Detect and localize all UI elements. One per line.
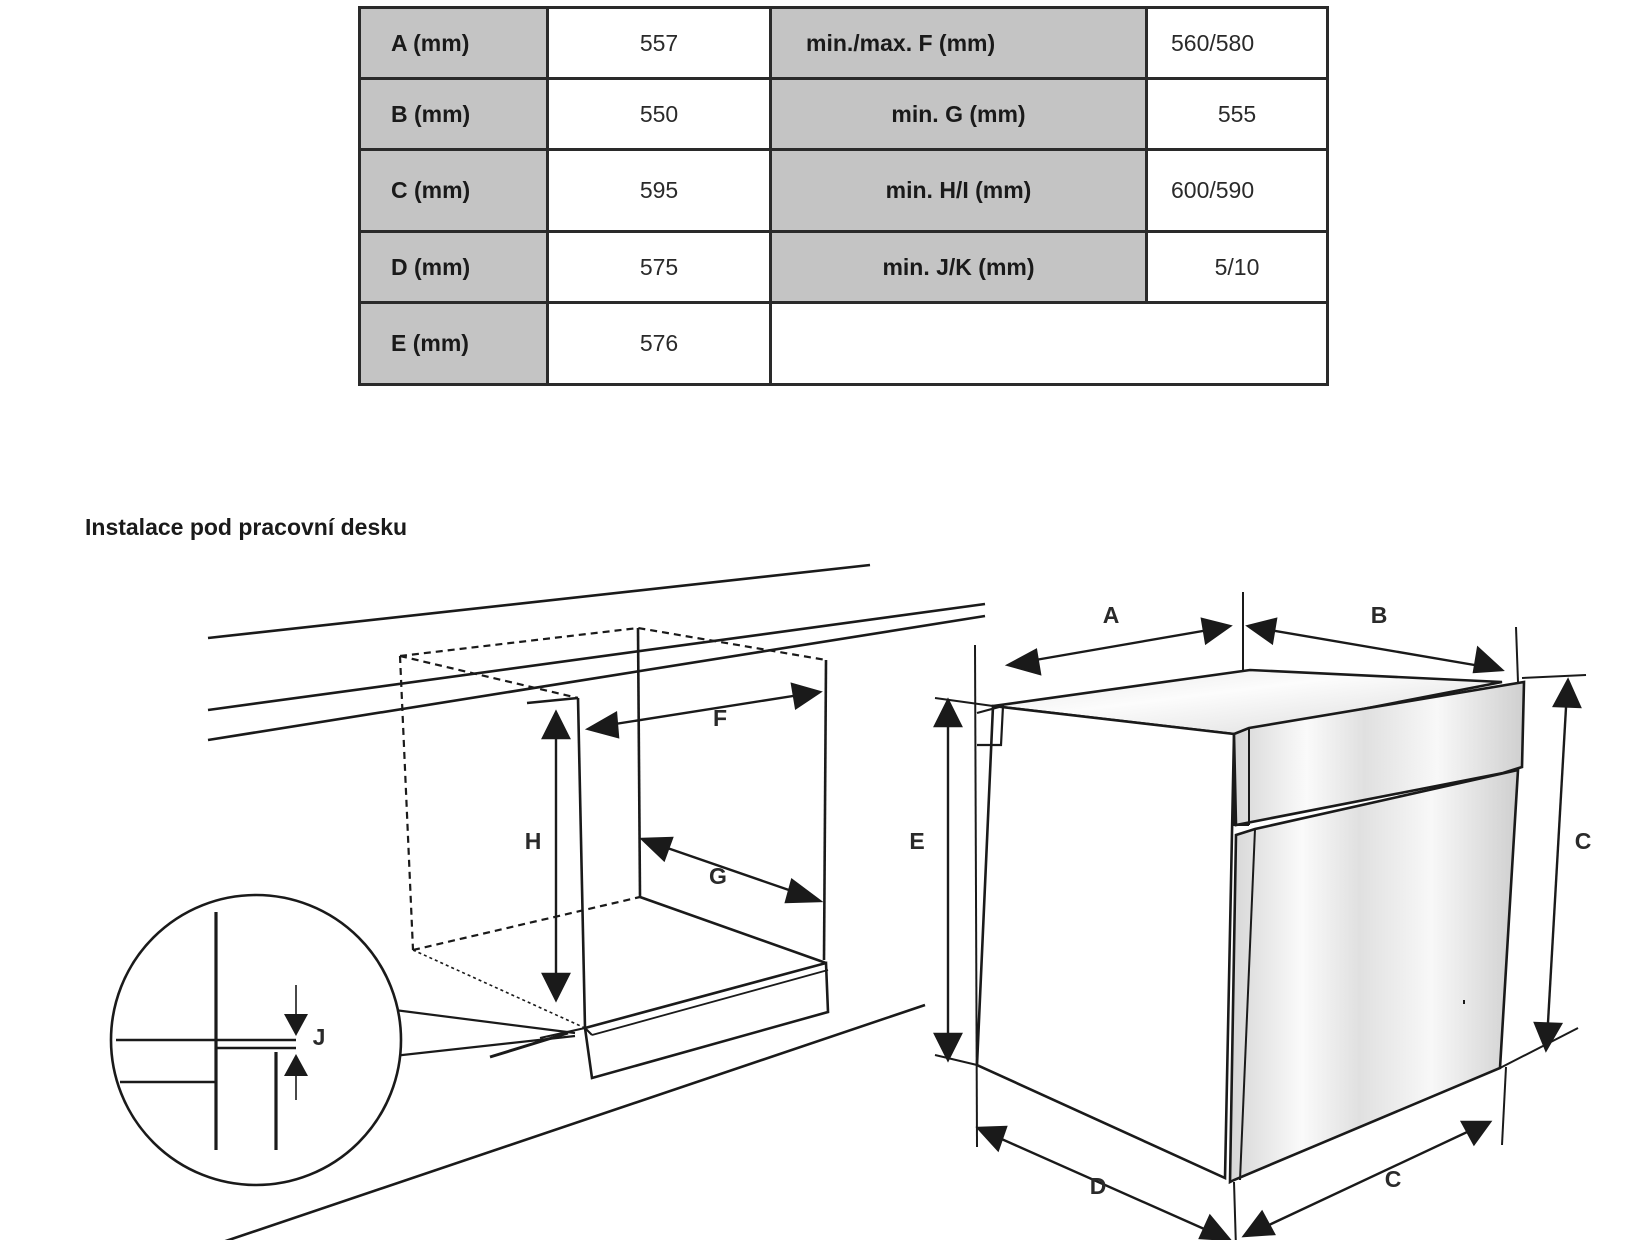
dim-jk-label: min. J/K (mm)	[769, 230, 1148, 304]
dim-b-value: 550	[546, 77, 772, 151]
dim-label-c-bottom: C	[1385, 1166, 1402, 1192]
oven	[975, 668, 1526, 1185]
cabinet	[398, 626, 830, 1080]
dim-b-arrow	[1245, 617, 1505, 674]
dim-f-label: min./max. F (mm)	[769, 6, 1148, 80]
dim-d-arrow	[975, 1125, 1232, 1240]
table-row: B (mm) 550 min. G (mm) 555	[358, 77, 1329, 151]
dim-label-a: A	[1103, 602, 1120, 628]
dim-d-label: D (mm)	[358, 230, 549, 304]
dim-c-label: C (mm)	[358, 148, 549, 233]
dim-c-value: 595	[546, 148, 772, 233]
dim-e-arrow	[933, 697, 963, 1063]
table-row: A (mm) 557 min./max. F (mm) 560/580	[358, 6, 1329, 80]
dim-d-value: 575	[546, 230, 772, 304]
oven-reference-lines	[934, 592, 1587, 1240]
dimension-table: A (mm) 557 min./max. F (mm) 560/580 B (m…	[358, 6, 1329, 386]
table-row: C (mm) 595 min. H/I (mm) 600/590	[358, 148, 1329, 233]
dim-g-value: 555	[1145, 77, 1329, 151]
installation-diagram: A B C C D E F G H J	[109, 563, 1592, 1240]
dim-label-c-right: C	[1575, 828, 1592, 854]
dim-hi-label: min. H/I (mm)	[769, 148, 1148, 233]
worktop	[207, 563, 986, 1240]
dim-f-value: 560/580	[1145, 6, 1329, 80]
detail-magnifier	[109, 893, 576, 1187]
dim-a-label: A (mm)	[358, 6, 549, 80]
dim-c-right-arrow	[1533, 677, 1582, 1053]
dim-c-bottom-arrow	[1241, 1120, 1493, 1238]
dim-label-f: F	[713, 705, 727, 731]
dim-label-h: H	[525, 828, 542, 854]
dim-g-arrow	[639, 836, 824, 904]
table-row: E (mm) 576	[358, 301, 1329, 386]
section-title: Instalace pod pracovní desku	[85, 514, 408, 540]
dim-g-label: min. G (mm)	[769, 77, 1148, 151]
dim-b-label: B (mm)	[358, 77, 549, 151]
dim-label-e: E	[909, 828, 924, 854]
dim-label-g: G	[709, 863, 727, 889]
dim-f-arrow	[584, 682, 823, 739]
dim-a-arrow	[1004, 617, 1233, 676]
dim-label-b: B	[1371, 602, 1388, 628]
dim-h-arrow	[541, 709, 571, 1003]
dim-label-d: D	[1090, 1173, 1107, 1199]
dim-hi-value: 600/590	[1145, 148, 1329, 233]
empty-cell	[769, 301, 1329, 386]
dim-label-j: J	[313, 1024, 326, 1050]
dim-jk-value: 5/10	[1145, 230, 1329, 304]
dim-e-label: E (mm)	[358, 301, 549, 386]
dim-e-value: 576	[546, 301, 772, 386]
dim-a-value: 557	[546, 6, 772, 80]
table-row: D (mm) 575 min. J/K (mm) 5/10	[358, 230, 1329, 304]
